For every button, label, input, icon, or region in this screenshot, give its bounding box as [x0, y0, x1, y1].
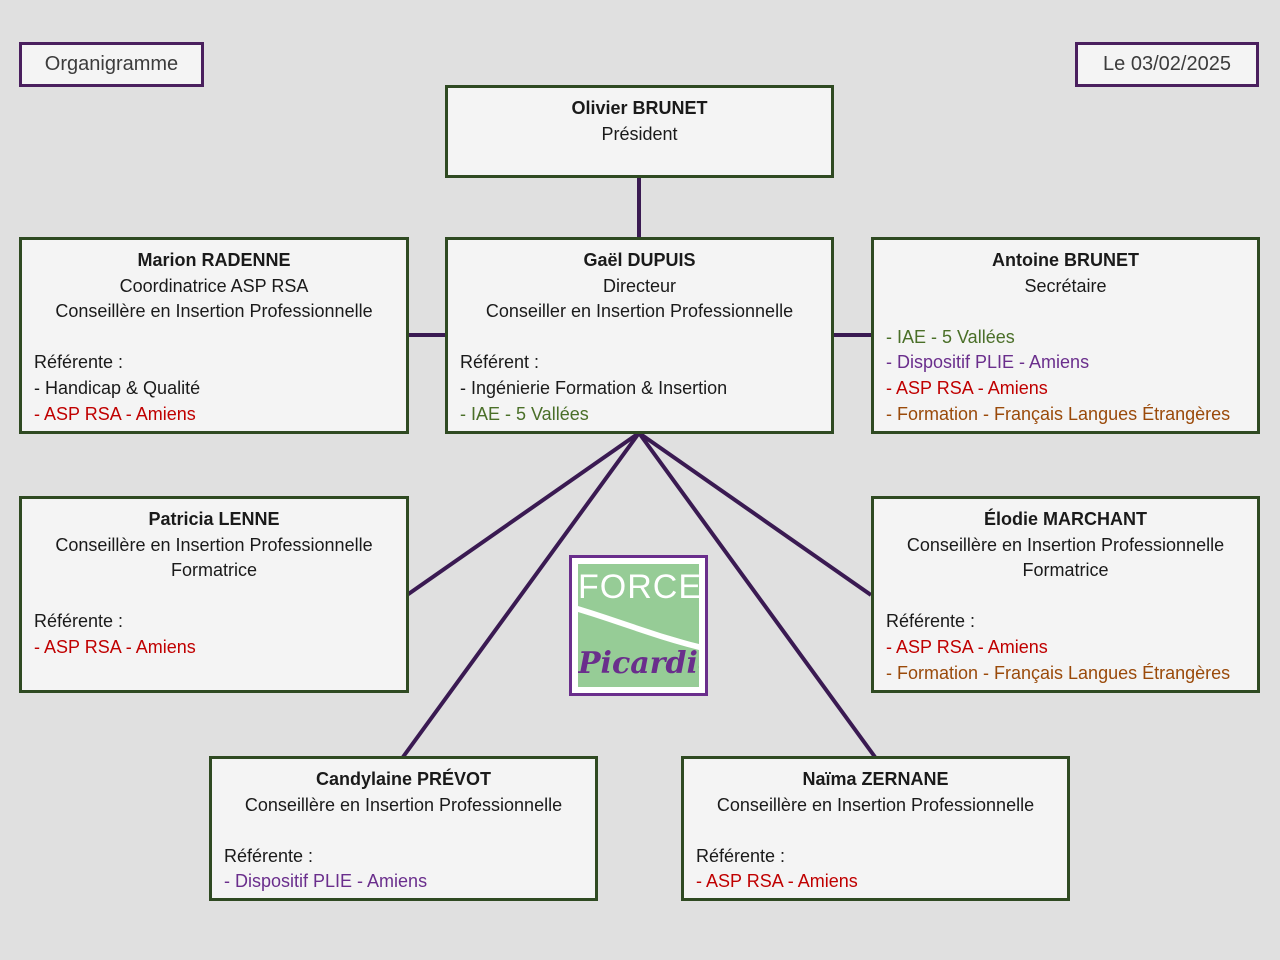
person-role: Président — [601, 123, 678, 144]
referent-item: - ASP RSA - Amiens — [34, 403, 196, 424]
referent-item: - Ingénierie Formation & Insertion — [460, 377, 728, 398]
referent-item: - IAE - 5 Vallées — [886, 326, 1015, 347]
person-role: Directeur — [602, 275, 677, 296]
card-president: Olivier BRUNET Président — [445, 85, 834, 178]
person-name: Olivier BRUNET — [571, 98, 708, 118]
referent-label: Référente : — [224, 845, 314, 866]
person-role: Formatrice — [1022, 560, 1109, 581]
referent-item: - Formation - Français Langues Étrangère… — [886, 403, 1231, 424]
person-name: Naïma ZERNANE — [802, 769, 949, 789]
card-zernane: Naïma ZERNANE Conseillère en Insertion P… — [681, 756, 1070, 901]
card-directeur: Gaël DUPUIS Directeur Conseiller en Inse… — [445, 237, 834, 434]
logo-word-picardie: Picardie — [578, 646, 699, 681]
person-role: Conseillère en Insertion Professionnelle — [244, 794, 563, 815]
referent-item: - ASP RSA - Amiens — [886, 636, 1048, 657]
page-title: Organigramme — [19, 42, 204, 87]
logo-wave-icon — [578, 606, 699, 650]
person-name: Élodie MARCHANT — [984, 509, 1147, 529]
referent-item: - ASP RSA - Amiens — [886, 377, 1048, 398]
logo-word-force: FORCE — [578, 568, 699, 606]
card-lenne: Patricia LENNE Conseillère en Insertion … — [19, 496, 409, 693]
person-role: Conseillère en Insertion Professionnelle — [716, 794, 1035, 815]
referent-label: Référente : — [34, 611, 124, 632]
person-role: Conseillère en Insertion Professionnelle — [906, 534, 1225, 555]
person-role: Conseillère en Insertion Professionnelle — [55, 301, 373, 322]
person-name: Candylaine PRÉVOT — [315, 769, 492, 789]
referent-item: - Dispositif PLIE - Amiens — [224, 871, 428, 892]
person-role: Conseillère en Insertion Professionnelle — [55, 534, 373, 555]
connector-directeur-lenne — [405, 431, 641, 597]
connector-directeur-zernane — [637, 431, 877, 759]
person-role: Formatrice — [170, 560, 257, 581]
person-name: Marion RADENNE — [137, 250, 291, 270]
referent-label: Référente : — [696, 845, 786, 866]
person-name: Antoine BRUNET — [992, 250, 1139, 270]
referent-item: - Dispositif PLIE - Amiens — [886, 352, 1090, 373]
person-role: Secrétaire — [1024, 275, 1107, 296]
page-title-text: Organigramme — [44, 53, 179, 75]
referent-label: Référente : — [886, 611, 976, 632]
date-badge: Le 03/02/2025 — [1075, 42, 1259, 87]
person-name: Patricia LENNE — [148, 509, 280, 529]
referent-item: - ASP RSA - Amiens — [696, 871, 858, 892]
referent-item: - Formation - Français Langues Étrangère… — [886, 662, 1231, 683]
referent-label: Référent : — [460, 352, 540, 373]
connector-directeur-prevot — [401, 431, 641, 759]
card-antoine: Antoine BRUNET Secrétaire - IAE - 5 Vall… — [871, 237, 1260, 434]
connector-directeur-marchant — [637, 431, 873, 597]
referent-label: Référente : — [34, 352, 124, 373]
referent-item: - ASP RSA - Amiens — [34, 636, 196, 657]
person-role: Conseiller en Insertion Professionnelle — [485, 301, 794, 322]
logo-inner: FORCE Picardie — [578, 564, 699, 687]
person-role: Coordinatrice ASP RSA — [119, 275, 309, 296]
card-marchant: Élodie MARCHANT Conseillère en Insertion… — [871, 496, 1260, 693]
card-prevot: Candylaine PRÉVOT Conseillère en Inserti… — [209, 756, 598, 901]
person-name: Gaël DUPUIS — [583, 250, 696, 270]
card-radenne: Marion RADENNE Coordinatrice ASP RSA Con… — [19, 237, 409, 434]
force-picardie-logo: FORCE Picardie — [569, 555, 708, 696]
referent-item: - Handicap & Qualité — [34, 377, 201, 398]
referent-item: - IAE - 5 Vallées — [460, 403, 589, 424]
date-text: Le 03/02/2025 — [1103, 53, 1231, 75]
